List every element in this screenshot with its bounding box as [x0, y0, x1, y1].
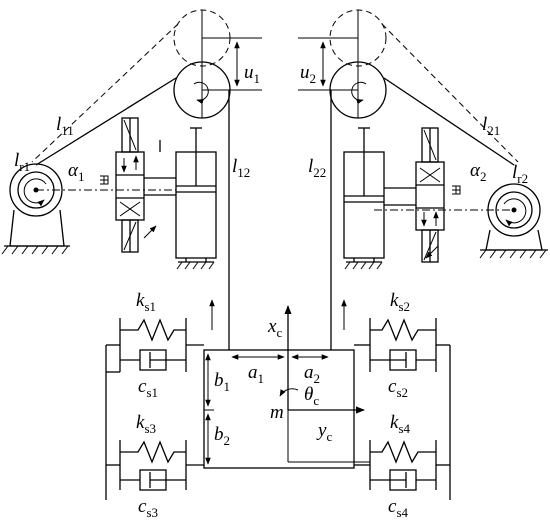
label-xc: xc: [267, 316, 282, 340]
label-u1: u1: [244, 62, 260, 86]
left-drum: [9, 163, 63, 217]
spring-ks1: [120, 318, 186, 342]
label-ks1: ks1: [136, 290, 156, 314]
platform: [105, 299, 451, 500]
label-ks3: ks3: [136, 412, 156, 436]
label-cs2: cs2: [388, 376, 408, 400]
spring-damper-4: [354, 440, 450, 491]
right-pulley-rotation-icon: [351, 81, 367, 105]
label-a1: a1: [248, 362, 264, 386]
right-drum-rotation-icon: [503, 198, 527, 227]
spring-ks2: [370, 318, 436, 342]
spring-damper-3: [106, 440, 204, 491]
label-ks2: ks2: [390, 290, 410, 314]
right-hoist: [298, 9, 548, 350]
right-valve: [415, 161, 445, 231]
left-hoist: [1, 9, 262, 350]
left-cable: [35, 77, 177, 166]
spring-damper-2: [354, 318, 450, 372]
left-cable-dashed: [31, 23, 179, 163]
spring-ks4: [370, 440, 436, 464]
label-b1: b1: [214, 370, 230, 394]
label-m: m: [270, 402, 284, 423]
label-alpha1: α1: [68, 160, 84, 184]
platform-body: [203, 349, 355, 469]
label-ks4: ks4: [390, 412, 410, 436]
label-a2: a2: [304, 362, 320, 386]
label-cs4: cs4: [388, 496, 408, 520]
label-lr2: lr2: [512, 162, 528, 186]
label-u2: u2: [300, 62, 316, 86]
left-drum-rotation-icon: [23, 178, 47, 207]
right-cable-dashed: [381, 23, 519, 163]
labels: u1 u2 l11 l21 l12 l22 lr1 lr2 α1 α2 ks1 …: [14, 62, 528, 520]
label-yc: yc: [316, 420, 332, 444]
spring-ks3: [120, 440, 186, 464]
label-l22: l22: [308, 156, 326, 180]
label-cs1: cs1: [138, 376, 158, 400]
label-l12: l12: [232, 156, 250, 180]
right-cable: [383, 77, 515, 166]
spring-damper-1: [106, 318, 204, 373]
label-l11: l11: [56, 114, 74, 138]
label-lr1: lr1: [14, 150, 30, 174]
label-cs3: cs3: [138, 496, 158, 520]
left-pulley-rotation-icon: [193, 81, 209, 105]
label-b2: b2: [214, 424, 230, 448]
left-valve: [115, 151, 145, 221]
theta-arrow: [279, 388, 299, 397]
label-l21: l21: [482, 114, 500, 138]
label-thetac: θc: [304, 384, 319, 408]
label-alpha2: α2: [470, 160, 486, 184]
